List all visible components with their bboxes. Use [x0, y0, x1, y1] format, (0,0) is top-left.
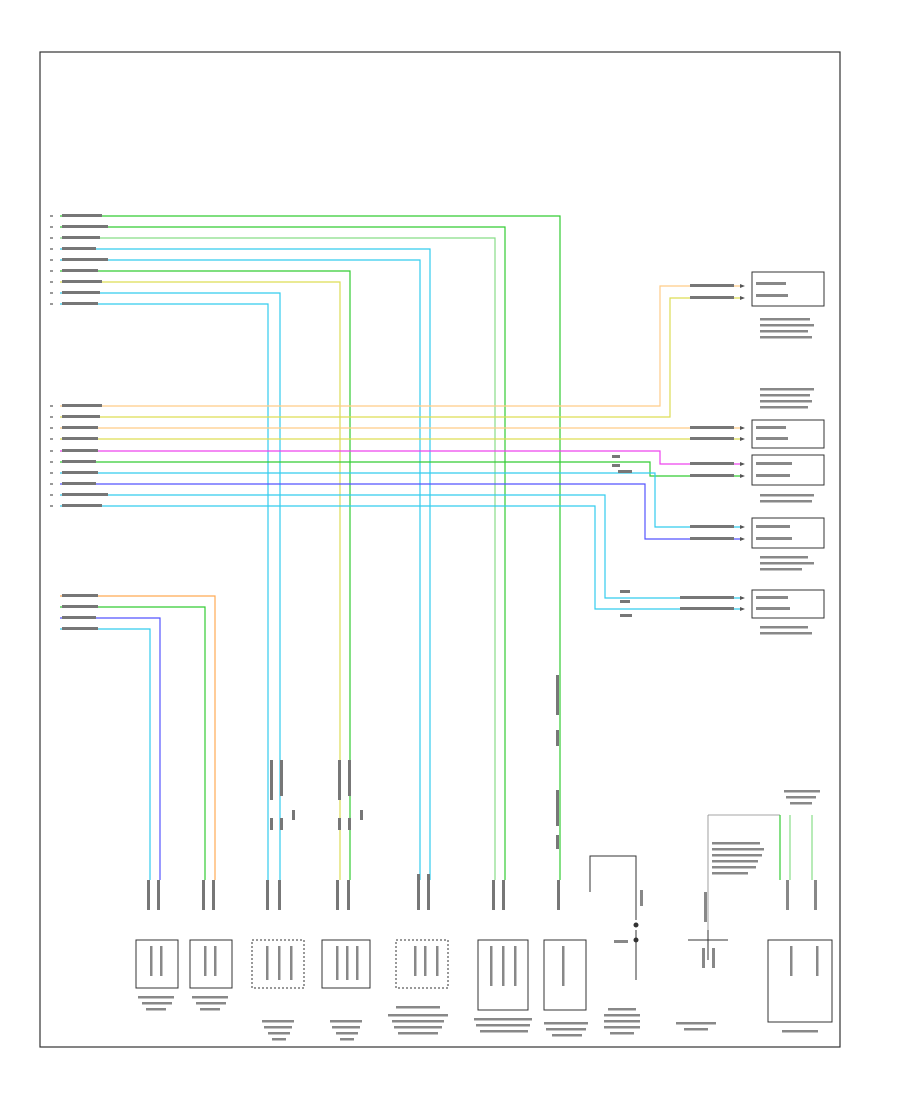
wire-mid-10 — [60, 505, 740, 610]
right-connector-arrows — [740, 284, 745, 611]
top-wire-pin-numbers — [50, 215, 53, 305]
lower-wire-group — [60, 595, 216, 880]
module-4-box — [321, 939, 371, 989]
wire-mid-7 — [60, 472, 740, 528]
top-wire-label-boxes — [62, 214, 108, 305]
bottom-component-boxes — [135, 939, 833, 1023]
seat-switch-block-box — [751, 419, 825, 449]
wire-top-8 — [60, 292, 281, 880]
bottom-connector-labels — [147, 874, 560, 910]
wire-mid-2 — [60, 297, 740, 418]
bottom-component-captions — [138, 996, 818, 1041]
module-3-box — [251, 939, 305, 989]
wire-mid-8 — [60, 483, 740, 540]
module-2-box — [189, 939, 233, 989]
wire-top-6 — [60, 270, 351, 880]
wire-low-4 — [60, 628, 151, 880]
vertical-wire-labels — [270, 675, 559, 849]
top-wire-group — [60, 215, 561, 880]
clockspring-box — [767, 939, 833, 1023]
wire-low-3 — [60, 617, 161, 880]
occupant-classification-sensor — [688, 930, 728, 960]
bottom-component-internal-text — [150, 946, 819, 986]
wire-top-1 — [60, 215, 561, 880]
module-1-box — [135, 939, 179, 989]
wire-top-2 — [60, 226, 506, 880]
wire-mid-6 — [60, 461, 740, 477]
occupant-classification-labels — [702, 842, 764, 968]
lower-wire-label-boxes — [62, 594, 98, 630]
wire-top-3 — [60, 237, 496, 880]
module-6-box — [477, 939, 529, 1011]
passenger-seat-position-sensor-box — [751, 454, 825, 486]
seat-belt-switch-circuit — [589, 855, 639, 980]
diagram-frame — [39, 51, 841, 1048]
clockspring-labels — [784, 790, 820, 910]
seat-belt-switch-labels — [614, 890, 643, 943]
driver-seat-position-sensor-box — [751, 517, 825, 549]
wire-mid-9 — [60, 494, 740, 599]
left-seat-module-box — [751, 271, 825, 307]
wire-low-1 — [60, 595, 216, 880]
module-7-box — [543, 939, 587, 1011]
wire-top-9 — [60, 303, 269, 880]
wire-top-7 — [60, 281, 341, 880]
module-5-box — [395, 939, 449, 989]
clockspring-leads — [779, 815, 813, 880]
wire-low-2 — [60, 606, 206, 880]
wire-labels-right — [612, 284, 734, 617]
wire-top-5 — [60, 259, 421, 880]
right-component-text-blocks — [756, 282, 814, 635]
middle-wire-pin-numbers — [50, 405, 53, 507]
wire-top-4 — [60, 248, 431, 880]
middle-wire-group — [60, 285, 740, 610]
middle-wire-label-boxes — [62, 404, 108, 507]
occupant-sensor-box — [751, 589, 825, 619]
right-components — [751, 271, 825, 619]
